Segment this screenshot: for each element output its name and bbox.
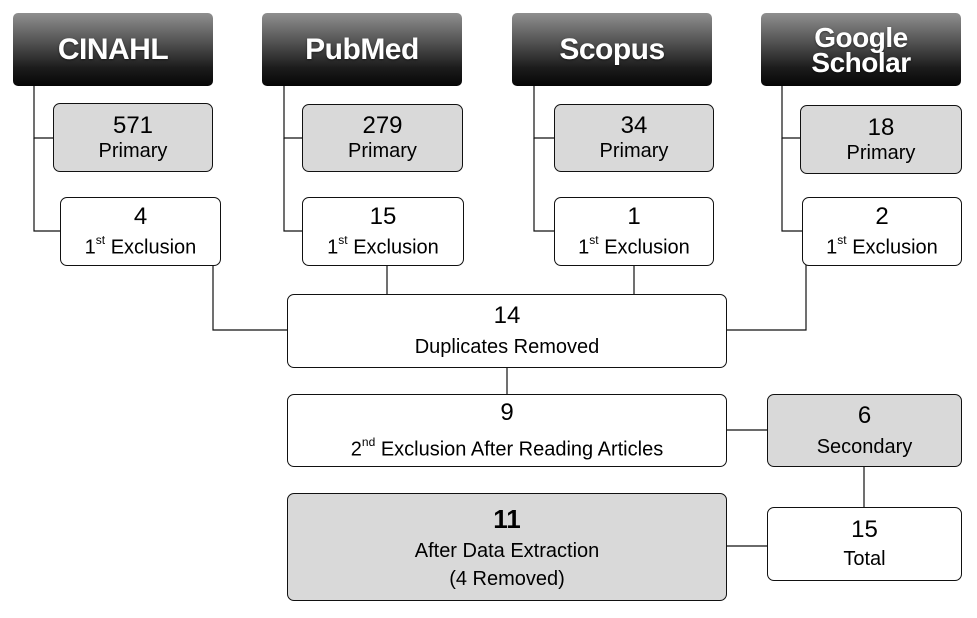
exclusion-box-pubmed: 15 1st Exclusion [302,197,464,266]
connector-scholar-duplicates [727,264,881,331]
primary-label: Primary [599,140,669,162]
duplicates-count: 14 [493,302,521,329]
database-name-line-1: Google [814,21,908,53]
exclusion-box-cinahl: 4 1st Exclusion [60,197,221,266]
database-header-scopus: Scopus [512,13,712,86]
primary-box-google-scholar: 18 Primary [800,105,962,174]
primary-box-pubmed: 279 Primary [302,104,463,172]
exclusion-count: 1 [627,202,641,230]
duplicates-label: Duplicates Removed [414,336,600,358]
database-name-line-2: Scholar [811,46,911,78]
second-exclusion-box: 9 2nd Exclusion After Reading Articles [287,394,727,467]
connector-scholar-primary [781,86,800,139]
after-extraction-note: (4 Removed) [449,568,565,590]
connector-scholar-exclusion [781,138,802,232]
total-label: Total [843,548,886,570]
exclusion-count: 15 [369,202,397,230]
primary-box-cinahl: 571 Primary [53,103,213,172]
second-exclusion-count: 9 [500,398,514,426]
total-box: 15 Total [767,507,962,581]
connector-cinahl-exclusion [33,138,60,232]
exclusion-count: 2 [875,202,889,230]
primary-box-scopus: 34 Primary [554,104,714,172]
database-name: CINAHL [57,32,169,66]
primary-count: 34 [620,112,648,139]
database-header-google-scholar: Google Scholar [761,13,961,86]
database-header-cinahl: CINAHL [13,13,213,86]
exclusion-label: 1st Exclusion [327,232,439,259]
primary-count: 279 [362,112,403,139]
primary-label: Primary [98,139,168,162]
secondary-count: 6 [857,401,872,429]
primary-count: 571 [112,111,154,139]
connector-pubmed-exclusion [283,138,302,232]
database-name: Google Scholar [796,21,926,78]
connector-pubmed-primary [283,86,302,139]
exclusion-label: 1st Exclusion [826,232,938,259]
connector-scopus-primary [533,86,554,139]
exclusion-box-google-scholar: 2 1st Exclusion [802,197,962,266]
duplicates-removed-box: 14 Duplicates Removed [287,294,727,368]
primary-label: Primary [348,140,417,162]
exclusion-label: 1st Exclusion [578,232,690,259]
database-name: PubMed [305,32,419,66]
database-header-pubmed: PubMed [262,13,462,86]
exclusion-count: 4 [133,202,148,230]
total-count: 15 [851,516,878,543]
exclusion-box-scopus: 1 1st Exclusion [554,197,714,266]
secondary-box: 6 Secondary [767,394,962,467]
connector-cinahl-duplicates [141,264,287,331]
after-extraction-box: 11 After Data Extraction (4 Removed) [287,493,727,601]
primary-count: 18 [867,113,895,141]
exclusion-label: 1st Exclusion [84,232,197,259]
primary-label: Primary [846,141,916,164]
connector-cinahl-primary [33,86,53,139]
connector-scopus-exclusion [533,138,554,232]
database-name: Scopus [559,32,665,66]
second-exclusion-label: 2nd Exclusion After Reading Articles [350,434,664,461]
secondary-label: Secondary [816,435,913,458]
after-extraction-label: After Data Extraction [414,540,600,562]
after-extraction-count: 11 [493,504,521,534]
